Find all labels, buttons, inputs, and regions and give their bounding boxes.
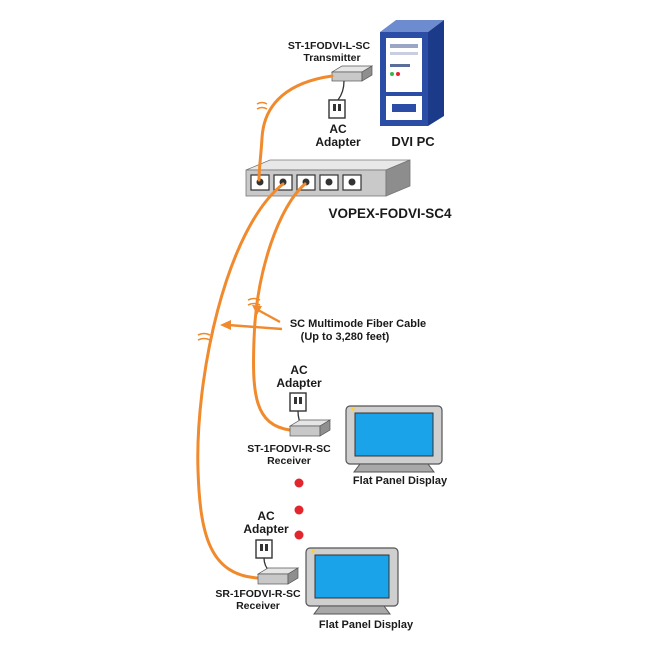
fiber-cable-receiver-2 (196, 182, 285, 580)
cable-label-line2: (Up to 3,280 feet) (301, 331, 390, 343)
switch-label: VOPEX-FODVI-SC4 (328, 206, 452, 221)
flat-panel-display-icon (345, 405, 443, 473)
display-2-label: Flat Panel Display (319, 619, 414, 631)
fiber-cable-transmitter (257, 74, 334, 182)
receiver-icon (288, 419, 332, 437)
flat-panel-display-icon (305, 547, 399, 615)
receiver-1-adapter-label: Adapter (276, 376, 322, 390)
display-1-label: Flat Panel Display (353, 475, 448, 487)
transmitter-adapter-label: Adapter (315, 135, 361, 149)
receiver-2-ac-label: AC (257, 509, 275, 523)
transmitter-icon (330, 65, 374, 82)
transmitter-ac-label: AC (329, 122, 347, 136)
receiver-1-role-label: Receiver (267, 455, 311, 467)
receiver-1-ac-label: AC (290, 363, 308, 377)
switch-icon (245, 159, 411, 197)
cable-label-line1: SC Multimode Fiber Cable (290, 318, 426, 330)
receiver-1-model-label: ST-1FODVI-R-SC (247, 443, 331, 455)
receiver-icon (256, 567, 300, 585)
receiver-2-role-label: Receiver (236, 600, 280, 612)
arrow-icon (220, 305, 283, 331)
fiber-cable-receiver-1 (252, 182, 307, 432)
transmitter-role-label: Transmitter (303, 52, 360, 64)
receiver-2-model-label: SR-1FODVI-R-SC (215, 588, 301, 600)
receiver-2-adapter-label: Adapter (243, 522, 289, 536)
pc-tower-icon (380, 20, 444, 126)
transmitter-model-label: ST-1FODVI-L-SC (288, 40, 371, 52)
ac-adapter-icon (328, 99, 346, 119)
ac-adapter-icon (289, 392, 307, 412)
ac-adapter-icon (255, 539, 273, 559)
continuation-dots (294, 478, 304, 540)
pc-label: DVI PC (391, 134, 435, 149)
